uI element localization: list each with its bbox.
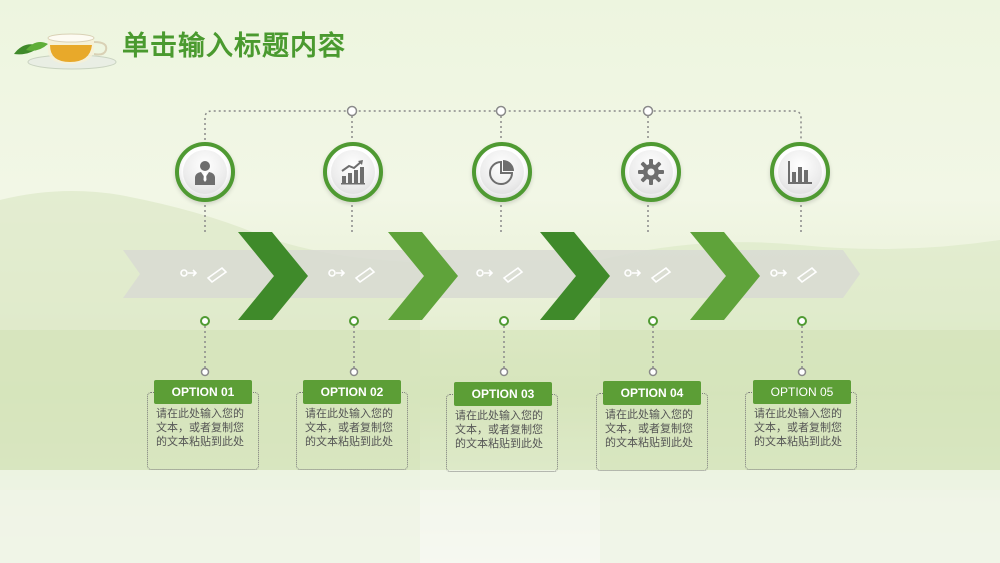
option-2-icon-circle[interactable] — [323, 142, 383, 202]
option-5-label[interactable]: OPTION 05 — [753, 380, 851, 404]
businessman-icon — [195, 161, 215, 185]
option-2-text: 请在此处输入您的文本，或者复制您的文本粘贴到此处 — [305, 407, 393, 448]
option-3-icon-circle[interactable] — [472, 142, 532, 202]
pie-chart-icon — [489, 160, 514, 185]
connector-end-nodes — [200, 367, 807, 377]
option-3-text: 请在此处输入您的文本，或者复制您的文本粘贴到此处 — [455, 409, 543, 450]
connector-nodes-lower — [200, 316, 807, 326]
option-4-text: 请在此处输入您的文本，或者复制您的文本粘贴到此处 — [605, 408, 693, 449]
option-4-icon-circle[interactable] — [621, 142, 681, 202]
option-1-icon-circle[interactable] — [175, 142, 235, 202]
option-2-textbox[interactable]: 请在此处输入您的文本，或者复制您的文本粘贴到此处 — [296, 392, 408, 470]
slide-title[interactable]: 单击输入标题内容 — [122, 31, 346, 62]
gear-icon — [638, 159, 664, 185]
option-4-textbox[interactable]: 请在此处输入您的文本，或者复制您的文本粘贴到此处 — [596, 393, 708, 471]
option-4-label[interactable]: OPTION 04 — [603, 381, 701, 405]
option-5-text: 请在此处输入您的文本，或者复制您的文本粘贴到此处 — [754, 407, 842, 448]
vertical-connectors-lower — [204, 326, 803, 368]
option-1-text: 请在此处输入您的文本，或者复制您的文本粘贴到此处 — [156, 407, 244, 448]
option-1-label[interactable]: OPTION 01 — [154, 380, 252, 404]
chevron-arrows — [238, 232, 760, 320]
growth-bar-chart-icon — [341, 160, 365, 185]
connector-nodes — [346, 105, 654, 117]
option-3-label[interactable]: OPTION 03 — [454, 382, 552, 406]
option-5-icon-circle[interactable] — [770, 142, 830, 202]
tea-cup-logo — [14, 33, 117, 70]
bar-chart-icon — [788, 161, 812, 184]
pen-icons — [180, 266, 818, 284]
option-1-textbox[interactable]: 请在此处输入您的文本，或者复制您的文本粘贴到此处 — [147, 392, 259, 470]
vertical-connectors-upper — [204, 116, 802, 232]
option-2-label[interactable]: OPTION 02 — [303, 380, 401, 404]
